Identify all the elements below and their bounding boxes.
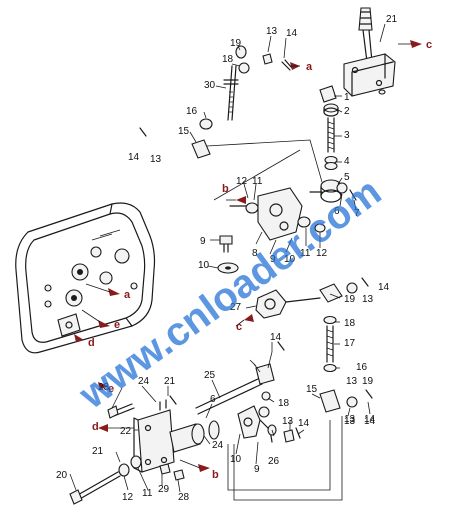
part-callout-18: 18 bbox=[344, 318, 356, 329]
reference-letter-e: e bbox=[114, 319, 120, 331]
part-callout-5: 5 bbox=[344, 172, 350, 183]
part-callout-16: 16 bbox=[186, 106, 198, 117]
reference-arrows bbox=[74, 40, 422, 472]
part-callout-16: 16 bbox=[356, 362, 368, 373]
leader-lines bbox=[69, 23, 386, 501]
part-callout-11: 11 bbox=[252, 176, 263, 187]
bracket-assembly bbox=[229, 187, 326, 241]
part-callout-14: 14 bbox=[128, 152, 140, 163]
part-callout-14: 14 bbox=[364, 416, 376, 427]
part-callout-19: 19 bbox=[344, 294, 356, 305]
reference-letter-b: b bbox=[222, 183, 229, 195]
part-callout-14: 14 bbox=[364, 414, 376, 425]
part-callout-11: 11 bbox=[142, 488, 153, 499]
part-callout-8: 8 bbox=[252, 248, 258, 259]
part-callout-28: 28 bbox=[178, 492, 190, 503]
part-callout-20: 20 bbox=[56, 470, 68, 481]
part-callout-13: 13 bbox=[266, 26, 278, 37]
part-callout-13: 13 bbox=[344, 416, 356, 427]
part-callout-26: 26 bbox=[268, 456, 280, 467]
part-callout-12: 12 bbox=[122, 492, 134, 503]
part-callout-10: 10 bbox=[198, 260, 210, 271]
part-callout-30: 30 bbox=[204, 80, 216, 91]
reference-letter-d: d bbox=[88, 337, 95, 349]
part-callout-6: 6 bbox=[334, 206, 340, 217]
part-callout-21: 21 bbox=[164, 376, 176, 387]
bell-crank bbox=[237, 405, 295, 443]
monitor-panel bbox=[15, 202, 156, 354]
part-callout-13: 13 bbox=[346, 376, 358, 387]
part-callout-29: 29 bbox=[158, 484, 170, 495]
rod-17 bbox=[319, 282, 358, 413]
bolt-9 bbox=[217, 235, 239, 274]
part-callout-14: 14 bbox=[286, 28, 298, 39]
part-callout-2: 2 bbox=[344, 106, 350, 117]
reference-letter-a: a bbox=[306, 61, 313, 73]
reference-letter-c: c bbox=[236, 321, 242, 333]
part-callout-21: 21 bbox=[92, 446, 104, 457]
part-callout-14: 14 bbox=[270, 332, 282, 343]
lower-linkage bbox=[195, 363, 275, 418]
part-callout-24: 24 bbox=[212, 440, 224, 451]
part-callout-6: 6 bbox=[210, 394, 216, 405]
part-callout-18: 18 bbox=[278, 398, 290, 409]
bolt-20 bbox=[69, 403, 142, 505]
part-callout-15: 15 bbox=[306, 384, 318, 395]
part-callout-23: 23 bbox=[98, 382, 110, 393]
part-callout-17: 17 bbox=[344, 338, 356, 349]
reference-letter-d: d bbox=[92, 421, 99, 433]
control-lever bbox=[343, 7, 396, 97]
pin-30 bbox=[191, 45, 273, 159]
linkage-lines bbox=[206, 139, 323, 201]
part-callout-9: 9 bbox=[200, 236, 206, 247]
cotter-pins bbox=[139, 59, 373, 439]
part-callout-15: 15 bbox=[178, 126, 190, 137]
part-callout-10: 10 bbox=[230, 454, 242, 465]
reference-letters: a c b a e d c e d b bbox=[88, 39, 432, 481]
rod-3 bbox=[324, 117, 338, 171]
part-callout-22: 22 bbox=[120, 426, 132, 437]
part-callout-1: 1 bbox=[344, 92, 350, 103]
crank-27 bbox=[255, 289, 321, 319]
part-callout-21: 21 bbox=[386, 14, 398, 25]
part-callout-13: 13 bbox=[282, 416, 294, 427]
part-callout-11: 11 bbox=[300, 248, 311, 259]
ball-joint bbox=[309, 179, 348, 203]
part-callout-18: 18 bbox=[222, 54, 234, 65]
part-callout-14: 14 bbox=[298, 418, 310, 429]
part-callout-14: 14 bbox=[378, 282, 390, 293]
part-callout-12: 12 bbox=[236, 176, 248, 187]
reference-letter-b: b bbox=[212, 469, 219, 481]
part-callout-13: 13 bbox=[344, 414, 356, 425]
part-callout-9: 9 bbox=[254, 464, 260, 475]
lever-joint bbox=[319, 85, 339, 117]
part-callout-19: 19 bbox=[362, 376, 374, 387]
reference-letter-e: e bbox=[108, 383, 114, 395]
part-callout-27: 27 bbox=[230, 302, 242, 313]
part-callout-13: 13 bbox=[362, 294, 374, 305]
part-callout-4: 4 bbox=[344, 156, 350, 167]
part-callout-13: 13 bbox=[150, 154, 162, 165]
bolts-28-29 bbox=[159, 463, 185, 481]
reference-letter-c: c bbox=[426, 39, 432, 51]
reference-letter-a: a bbox=[124, 289, 131, 301]
part-callout-3: 3 bbox=[344, 130, 350, 141]
part-callout-24: 24 bbox=[138, 376, 150, 387]
part-callout-10: 10 bbox=[284, 254, 296, 265]
part-callout-12: 12 bbox=[316, 248, 328, 259]
part-callout-7: 7 bbox=[354, 208, 360, 219]
lower-bracket bbox=[133, 399, 220, 473]
part-callout-19: 19 bbox=[230, 38, 242, 49]
part-callout-25: 25 bbox=[204, 370, 216, 381]
part-callout-9: 9 bbox=[270, 254, 276, 265]
